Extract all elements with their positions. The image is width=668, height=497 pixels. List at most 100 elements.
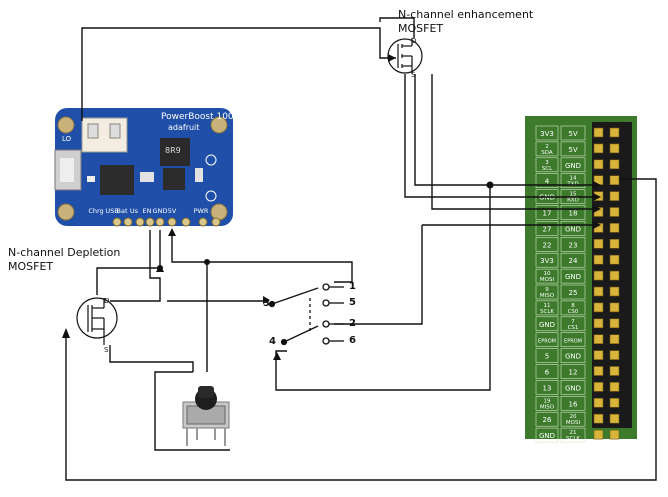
wire-top — [81, 27, 396, 121]
header-cell-box — [535, 125, 559, 141]
header-pin — [593, 334, 604, 345]
header-pin — [609, 413, 620, 424]
header-cell-box — [560, 380, 586, 395]
header-pin — [609, 159, 620, 170]
header-pin — [609, 127, 620, 138]
ic-chip — [100, 165, 134, 195]
arrowheads — [62, 54, 601, 360]
header-pin — [609, 239, 620, 249]
header-pin — [593, 397, 604, 408]
ic-chip-small — [163, 168, 185, 190]
header-pin — [609, 207, 620, 217]
header-cell-box — [560, 205, 586, 220]
inductor-label: 8R9 — [165, 146, 181, 155]
header-cell-box — [535, 364, 559, 379]
header-cell-box — [560, 173, 586, 188]
header-cell-box — [560, 427, 586, 443]
header-cell-box — [535, 395, 559, 411]
mosfet-dep-label-line1: N-channel Depletion — [8, 246, 121, 259]
header-pin — [609, 175, 620, 185]
header-cell-box — [535, 411, 559, 427]
powerboost-lo-label: LO — [62, 135, 72, 143]
header-cell-box — [560, 332, 586, 348]
header-pin — [593, 302, 604, 313]
header-pin-label: GND — [565, 384, 581, 392]
header-pin-label: 5V — [568, 146, 577, 154]
header-cell-box — [560, 141, 586, 157]
header-pin-label: 3V3 — [540, 257, 554, 265]
powerboost-pin-label: GND — [153, 207, 168, 215]
header-cell-box — [535, 268, 559, 284]
switch-terminal-2: 2 — [349, 318, 356, 329]
mount-hole — [210, 116, 228, 134]
header-cell-box — [560, 411, 586, 427]
header-cell-box — [560, 268, 586, 284]
header-cell-box — [535, 141, 559, 157]
header-cell-box — [560, 252, 586, 268]
header-pin-label: 5 — [545, 353, 549, 361]
junction-dot — [486, 181, 494, 189]
header-pin-label: GND — [565, 162, 581, 170]
header-pin — [593, 270, 604, 281]
switch-terminal-5: 5 — [349, 297, 356, 308]
powerboost-pad — [123, 217, 133, 227]
header-cell-box — [535, 380, 559, 395]
powerboost-pad — [145, 217, 155, 227]
dep-drain-label: D — [104, 297, 110, 305]
usb-connector — [54, 149, 82, 191]
powerboost-pin-label: USB — [105, 207, 118, 215]
header-cell-box — [535, 252, 559, 268]
header-pin — [593, 239, 604, 249]
header-pin — [609, 302, 620, 313]
header-pin — [593, 127, 604, 138]
header-pin-label: 26 — [543, 416, 552, 424]
header-pin-label: 3V3 — [540, 130, 554, 138]
header-pin — [609, 334, 620, 345]
header-pin — [593, 429, 604, 440]
powerboost-pad — [155, 217, 165, 227]
powerboost-pad — [167, 217, 177, 227]
header-pin — [609, 382, 620, 392]
header-cell-box — [560, 300, 586, 316]
switch-terminal-1: 1 — [349, 281, 356, 292]
header-cell-box — [535, 332, 559, 348]
powerboost-pin-label: Chrg — [88, 207, 103, 215]
switch-terminal-4: 4 — [269, 336, 276, 347]
header-pin — [593, 413, 604, 424]
header-pin — [609, 318, 620, 329]
mosfet-depletion — [76, 297, 118, 345]
header-cell-box — [535, 427, 559, 443]
header-cell-box — [535, 316, 559, 332]
mosfet-enhancement — [387, 38, 423, 74]
junction-dot — [204, 259, 210, 265]
powerboost-pin-label: 5V — [168, 207, 177, 215]
header-pin-label: GND — [565, 273, 581, 281]
powerboost-pin-label: PWR — [194, 207, 209, 215]
powerboost-title: PowerBoost 1000C — [161, 112, 246, 122]
header-cell-box — [535, 237, 559, 252]
header-cell-box — [535, 205, 559, 220]
powerboost-pin-label: Bat — [117, 207, 128, 215]
enh-drain-label: D — [411, 37, 417, 45]
header-pin — [593, 350, 604, 360]
powerboost-pad — [181, 217, 191, 227]
header-cell-box — [535, 221, 559, 236]
header-pin — [609, 143, 620, 154]
header-pin — [609, 366, 620, 376]
header-cell-box — [535, 284, 559, 300]
